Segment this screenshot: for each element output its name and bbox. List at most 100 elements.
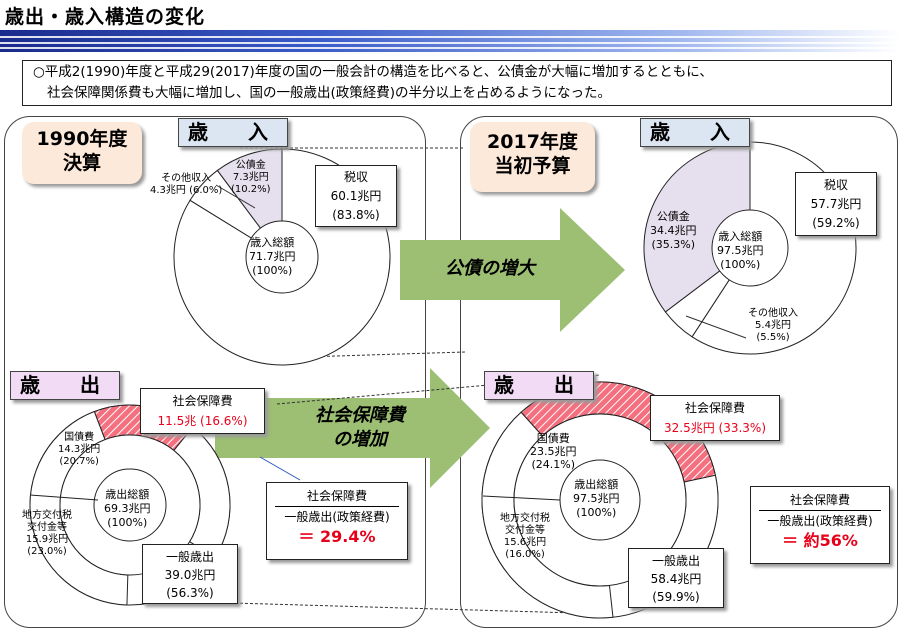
expenditure-label-1990: 歳 出 bbox=[10, 371, 120, 400]
expenditure-label-2017: 歳 出 bbox=[484, 371, 594, 400]
local-2017-title2: 交付金等 bbox=[505, 525, 545, 536]
debt-2017-label: 公債金 34.4兆円 (35.3%) bbox=[650, 210, 697, 252]
revenue-label-1990: 歳 入 bbox=[178, 118, 288, 147]
ratio-1990-numerator: 社会保障費 bbox=[306, 489, 367, 503]
debt-1990-title: 公債金 bbox=[235, 160, 266, 171]
general-1990-box: 一般歳出 39.0兆円 (56.3%) bbox=[142, 544, 238, 604]
revenue-total-2017-pct: (100%) bbox=[720, 258, 761, 271]
bond-2017-title: 国債費 bbox=[536, 432, 570, 445]
tax-1990-pct: (83.8%) bbox=[332, 208, 380, 222]
intro-line-1: ○平成2(1990)年度と平成29(2017)年度の国の一般会計の構造を比べると… bbox=[33, 64, 713, 80]
ring-divider bbox=[29, 494, 99, 501]
revenue-center-circle bbox=[245, 220, 319, 294]
year-box-1990: 1990年度 決算 bbox=[22, 122, 142, 184]
year-1990-label: 1990年度 bbox=[36, 128, 128, 150]
other-income-2017-title: その他収入 bbox=[748, 308, 798, 319]
general-2017-pct: (59.9%) bbox=[652, 590, 700, 604]
general-2017-box: 一般歳出 58.4兆円 (59.9%) bbox=[628, 548, 724, 608]
social-2017-value: 32.5兆円 (33.3%) bbox=[663, 421, 767, 435]
tax-2017-pct: (59.2%) bbox=[812, 216, 860, 230]
ring-divider bbox=[482, 495, 561, 501]
tax-2017-box: 税収 57.7兆円 (59.2%) bbox=[795, 172, 877, 236]
debt-1990-pct: (10.2%) bbox=[231, 184, 271, 195]
expenditure-center-circle bbox=[93, 468, 167, 542]
bond-1990-pct: (20.7%) bbox=[59, 456, 99, 467]
intro-box: ○平成2(1990)年度と平成29(2017)年度の国の一般会計の構造を比べると… bbox=[22, 60, 892, 106]
tax-1990-title: 税収 bbox=[343, 170, 368, 184]
expenditure-total-1990-title: 歳出総額 bbox=[105, 488, 150, 501]
expenditure-total-2017-title: 歳出総額 bbox=[574, 478, 619, 491]
bond-1990-label: 国債費 14.3兆円 (20.7%) bbox=[58, 432, 100, 468]
local-2017-title: 地方交付税 bbox=[500, 513, 550, 524]
social-increase-text-1: 社会保障費 bbox=[315, 405, 405, 426]
local-2017-label: 地方交付税 交付金等 15.6兆円 (16.0%) bbox=[500, 513, 550, 561]
tax-1990-box: 税収 60.1兆円 (83.8%) bbox=[315, 165, 397, 227]
other-income-1990-label: その他収入 4.3兆円 (6.0%) bbox=[150, 173, 222, 197]
bond-2017-label: 国債費 23.5兆円 (24.1%) bbox=[530, 432, 577, 471]
local-2017-value: 15.6兆円 bbox=[503, 537, 547, 548]
local-2017-pct: (16.0%) bbox=[505, 549, 545, 560]
other-income-2017-label: その他収入 5.4兆円 (5.5%) bbox=[748, 308, 798, 344]
ratio-1990-denominator: 一般歳出(政策経費) bbox=[275, 506, 399, 527]
general-2017-value: 58.4兆円 bbox=[650, 572, 702, 586]
local-1990-value: 15.9兆円 bbox=[25, 534, 69, 545]
debt-increase-arrow bbox=[400, 208, 625, 332]
social-increase-text-2: の増加 bbox=[333, 429, 387, 450]
revenue-total-1990-title: 歳入総額 bbox=[250, 236, 295, 249]
ratio-2017-numerator: 社会保障費 bbox=[789, 493, 850, 507]
debt-2017-title: 公債金 bbox=[656, 210, 690, 223]
revenue-center-circle bbox=[711, 209, 789, 287]
debt-2017-pct: (35.3%) bbox=[651, 238, 696, 251]
revenue-label-2017: 歳 入 bbox=[640, 118, 750, 147]
debt-1990-value: 7.3兆円 bbox=[232, 172, 269, 183]
social-2017-title: 社会保障費 bbox=[684, 401, 745, 415]
general-1990-pct: (56.3%) bbox=[166, 586, 214, 600]
social-2017-box: 社会保障費 32.5兆円 (33.3%) bbox=[650, 395, 780, 441]
tax-1990-value: 60.1兆円 bbox=[330, 189, 382, 203]
bond-1990-title: 国債費 bbox=[64, 432, 95, 443]
revenue-total-1990-pct: (100%) bbox=[252, 264, 293, 277]
ratio-2017-prefix: ＝ 約 bbox=[782, 531, 820, 550]
other-income-1990-title: その他収入 bbox=[161, 173, 212, 184]
expenditure-total-1990: 歳出総額 69.3兆円 (100%) bbox=[104, 488, 151, 530]
social-1990-title: 社会保障費 bbox=[172, 394, 233, 408]
ratio-2017-denominator: 一般歳出(政策経費) bbox=[759, 510, 881, 531]
tax-2017-title: 税収 bbox=[823, 178, 848, 192]
year-box-2017: 2017年度 当初予算 bbox=[470, 122, 595, 192]
debt-increase-text: 公債の増大 bbox=[445, 258, 535, 279]
other-income-1990-value: 4.3兆円 (6.0%) bbox=[150, 185, 223, 196]
revenue-total-1990-value: 71.7兆円 bbox=[249, 250, 296, 263]
social-increase-text: 社会保障費 の増加 bbox=[300, 404, 420, 452]
social-1990-box: 社会保障費 11.5兆 (16.6%) bbox=[140, 388, 265, 434]
expenditure-total-2017-value: 97.5兆円 bbox=[573, 492, 620, 505]
revenue-total-2017: 歳入総額 97.5兆円 (100%) bbox=[717, 230, 764, 272]
ratio-1990-box: 社会保障費 一般歳出(政策経費) ＝ 29.4% bbox=[266, 482, 408, 560]
bond-1990-value: 14.3兆円 bbox=[58, 444, 101, 455]
local-1990-title: 地方交付税 bbox=[22, 510, 72, 521]
ratio-2017-value: 56% bbox=[819, 531, 858, 550]
year-2017-sub: 当初予算 bbox=[494, 155, 571, 177]
expenditure-total-2017-pct: (100%) bbox=[576, 506, 617, 519]
bond-2017-value: 23.5兆円 bbox=[530, 445, 577, 458]
social-increase-arrow bbox=[215, 368, 490, 488]
ratio-1990-value: ＝ 29.4% bbox=[298, 527, 376, 546]
year-2017-label: 2017年度 bbox=[487, 131, 578, 153]
title-bar bbox=[0, 30, 900, 52]
expenditure-total-2017: 歳出総額 97.5兆円 (100%) bbox=[573, 478, 620, 520]
tax-2017-value: 57.7兆円 bbox=[810, 197, 862, 211]
intro-line-2: 社会保障関係費も大幅に増加し、国の一般歳出(政策経費)の半分以上を占めるようにな… bbox=[47, 85, 612, 101]
bond-2017-pct: (24.1%) bbox=[531, 458, 576, 471]
page-title: 歳出・歳入構造の変化 bbox=[5, 6, 206, 28]
year-1990-sub: 決算 bbox=[62, 152, 101, 174]
local-1990-title2: 交付金等 bbox=[27, 522, 67, 533]
social-1990-value: 11.5兆 (16.6%) bbox=[157, 414, 248, 428]
revenue-total-2017-title: 歳入総額 bbox=[718, 230, 763, 243]
ratio-2017-value-line: ＝ 約56% bbox=[751, 531, 889, 551]
general-2017-title: 一般歳出 bbox=[651, 554, 700, 568]
local-1990-pct: (23.0%) bbox=[27, 546, 67, 557]
expenditure-total-1990-value: 69.3兆円 bbox=[104, 502, 151, 515]
local-1990-label: 地方交付税 交付金等 15.9兆円 (23.0%) bbox=[22, 510, 72, 558]
ratio-2017-box: 社会保障費 一般歳出(政策経費) ＝ 約56% bbox=[750, 486, 890, 564]
other-income-2017-pct: (5.5%) bbox=[756, 332, 790, 343]
debt-2017-value: 34.4兆円 bbox=[650, 224, 697, 237]
